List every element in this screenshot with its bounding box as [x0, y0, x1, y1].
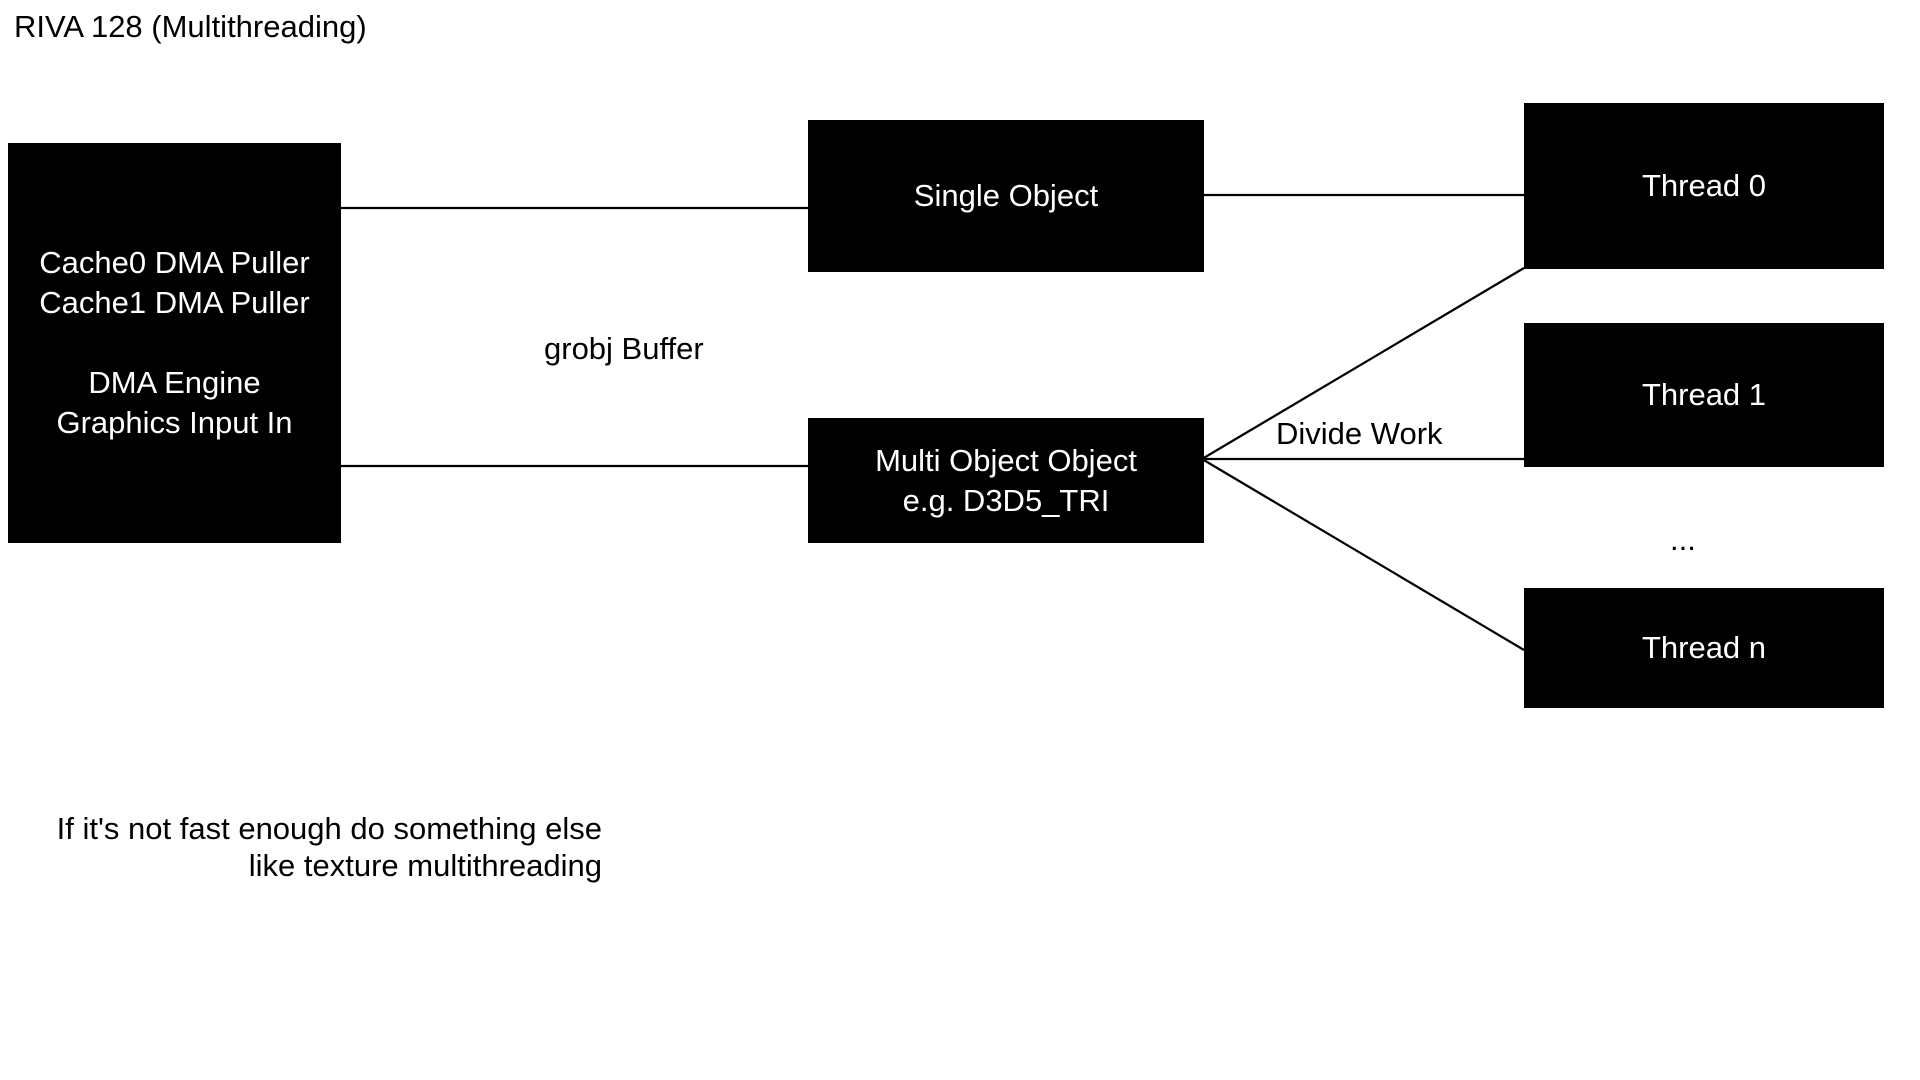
node-dma-engine-text: Cache0 DMA Puller Cache1 DMA Puller DMA … — [8, 243, 341, 443]
edge-multi-object-to-threadn — [1201, 458, 1525, 651]
node-multi-object[interactable]: Multi Object Object e.g. D3D5_TRI — [808, 418, 1204, 543]
node-thread-n-label: Thread n — [1641, 630, 1767, 665]
node-dma-engine[interactable]: Cache0 DMA Puller Cache1 DMA Puller DMA … — [8, 143, 341, 543]
node-thread-1[interactable]: Thread 1 — [1524, 323, 1884, 467]
node-thread-0[interactable]: Thread 0 — [1524, 103, 1884, 269]
node-single-object-text: Single Object — [808, 176, 1204, 216]
node-dma-engine-line-1: Cache0 DMA Puller — [39, 245, 310, 280]
footnote-line-1: If it's not fast enough do something els… — [56, 811, 602, 846]
node-single-object-line-1: Single Object — [913, 178, 1099, 213]
edge-label-divide-work: Divide Work — [1276, 416, 1443, 451]
node-thread-1-label: Thread 1 — [1641, 377, 1767, 412]
footnote-line-2: like texture multithreading — [248, 848, 602, 883]
node-multi-object-line-1: Multi Object Object — [875, 442, 1137, 478]
edge-label-grobj-buffer: grobj Buffer — [544, 331, 704, 366]
node-thread-1-text: Thread 1 — [1524, 375, 1884, 415]
node-thread-n-text: Thread n — [1524, 628, 1884, 668]
node-thread-0-text: Thread 0 — [1524, 166, 1884, 206]
node-dma-engine-line-4: Graphics Input In — [56, 405, 293, 440]
footnote: If it's not fast enough do something els… — [0, 810, 602, 884]
node-single-object[interactable]: Single Object — [808, 120, 1204, 272]
node-dma-engine-line-3: DMA Engine — [88, 365, 261, 400]
node-dma-engine-gap — [8, 323, 341, 363]
node-multi-object-text: Multi Object Object e.g. D3D5_TRI — [808, 441, 1204, 521]
node-thread-n[interactable]: Thread n — [1524, 588, 1884, 708]
node-thread-0-label: Thread 0 — [1641, 168, 1767, 203]
node-dma-engine-line-2: Cache1 DMA Puller — [39, 285, 310, 320]
thread-list-ellipsis: ... — [1670, 522, 1696, 557]
node-multi-object-line-2: e.g. D3D5_TRI — [902, 482, 1110, 518]
page-title: RIVA 128 (Multithreading) — [14, 9, 367, 44]
